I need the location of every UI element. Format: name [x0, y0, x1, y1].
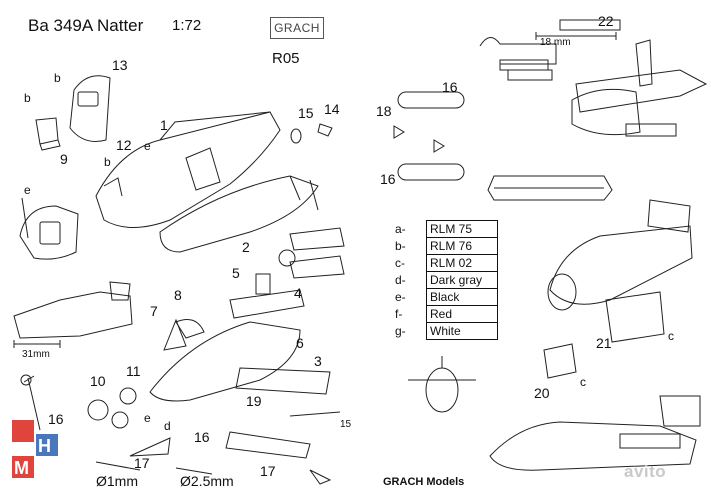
legend-row: g- White [392, 322, 498, 340]
part-label: 16 [380, 171, 396, 187]
part-label: 9 [60, 151, 68, 167]
page-title: Ba 349A Natter [28, 16, 144, 35]
paint-letter: d [164, 419, 171, 433]
part-label: 16 [194, 429, 210, 445]
part-label: 3 [314, 353, 322, 369]
brand-badge: GRACH [270, 17, 324, 39]
legend-value: RLM 02 [426, 254, 498, 272]
legend-row: c- RLM 02 [392, 254, 498, 272]
part-label: 19 [246, 393, 262, 409]
part-label: 4 [294, 285, 302, 301]
dimension-label: 31mm [22, 349, 50, 360]
part-label: 7 [150, 303, 158, 319]
part-label: 18 [376, 103, 392, 119]
legend-value: RLM 75 [426, 220, 498, 238]
legend-value: Red [426, 305, 498, 323]
dimension-label: 15 [340, 419, 352, 430]
legend-key: e- [395, 290, 406, 304]
part-label: 12 [116, 137, 132, 153]
wire-size-label: Ø2.5mm [180, 473, 234, 489]
scale-label: 1:72 [172, 17, 202, 34]
legend-row: d- Dark gray [392, 271, 498, 289]
part-label: 22 [598, 13, 614, 29]
legend-key: d- [395, 273, 406, 287]
watermark-text: avito [624, 462, 667, 481]
legend-row: b- RLM 76 [392, 237, 498, 255]
part-label: 14 [324, 101, 340, 117]
part-label: 21 [596, 335, 612, 351]
footer-brand: GRACH Models [383, 476, 465, 488]
part-label: 10 [90, 373, 106, 389]
paint-legend: a- RLM 75 b- RLM 76 c- RLM 02 d- Dark gray e… [392, 220, 498, 340]
part-label: 6 [296, 335, 304, 351]
legend-key: g- [395, 324, 406, 338]
svg-text:H: H [38, 436, 51, 456]
legend-key: c- [395, 256, 405, 270]
paint-letter: b [54, 71, 61, 85]
legend-value: Dark gray [426, 271, 498, 289]
part-label: 2 [242, 239, 250, 255]
watermark-logo: H M [12, 420, 58, 478]
kit-code: R05 [272, 50, 300, 67]
part-label: 1 [160, 117, 168, 133]
paint-letter: e [144, 411, 151, 425]
part-label: 20 [534, 385, 550, 401]
legend-row: a- RLM 75 [392, 220, 498, 238]
paint-letter: e [144, 139, 151, 153]
legend-key: f- [395, 307, 403, 321]
legend-value: RLM 76 [426, 237, 498, 255]
part-label: 17 [134, 455, 150, 471]
paint-letter: e [24, 183, 31, 197]
part-label: 11 [126, 363, 141, 379]
part-label: 17 [260, 463, 276, 479]
part-label: 13 [112, 57, 128, 73]
legend-value: Black [426, 288, 498, 306]
paint-letter: c [580, 375, 586, 389]
dimension-label: 18 mm [540, 37, 571, 48]
legend-row: f- Red [392, 305, 498, 323]
legend-value: White [426, 322, 498, 340]
svg-text:M: M [14, 458, 29, 478]
part-label: 15 [298, 105, 314, 121]
paint-letter: b [104, 155, 111, 169]
legend-key: a- [395, 222, 406, 236]
wire-size-label: Ø1mm [96, 473, 138, 489]
part-label: 16 [48, 411, 64, 427]
paint-letter: b [24, 91, 31, 105]
part-label: 8 [174, 287, 182, 303]
paint-letter: c [668, 329, 674, 343]
legend-row: e- Black [392, 288, 498, 306]
legend-key: b- [395, 239, 406, 253]
part-label: 16 [442, 79, 458, 95]
part-label: 5 [232, 265, 240, 281]
